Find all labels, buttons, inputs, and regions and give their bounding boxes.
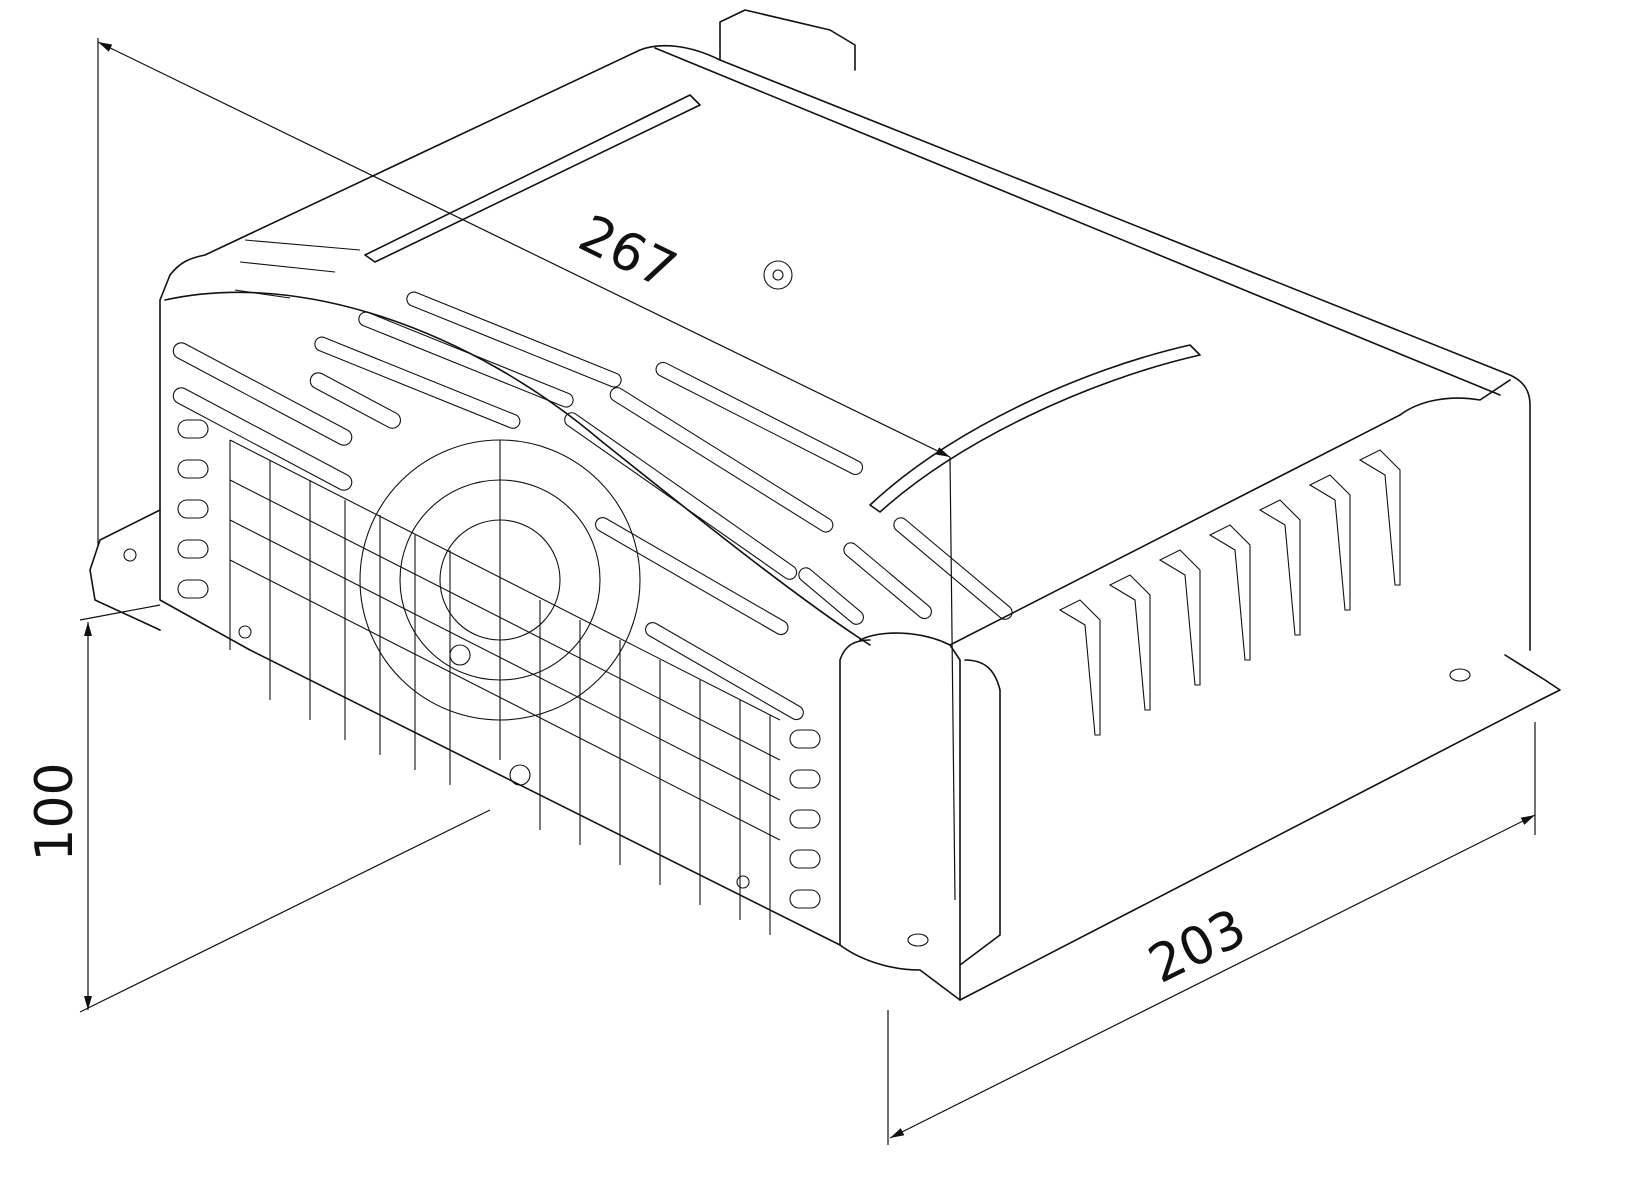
length-dimension-label: 267 — [570, 204, 686, 301]
dimension-lines — [79, 38, 1536, 1145]
cooling-fins — [1058, 449, 1401, 736]
enclosure-body — [89, 9, 1561, 1001]
height-dimension-label: 100 — [25, 762, 85, 861]
width-dimension-line — [889, 814, 1536, 1139]
front-grille — [172, 342, 821, 935]
length-dimension-line — [97, 41, 951, 458]
width-dimension-label: 203 — [1140, 898, 1256, 995]
